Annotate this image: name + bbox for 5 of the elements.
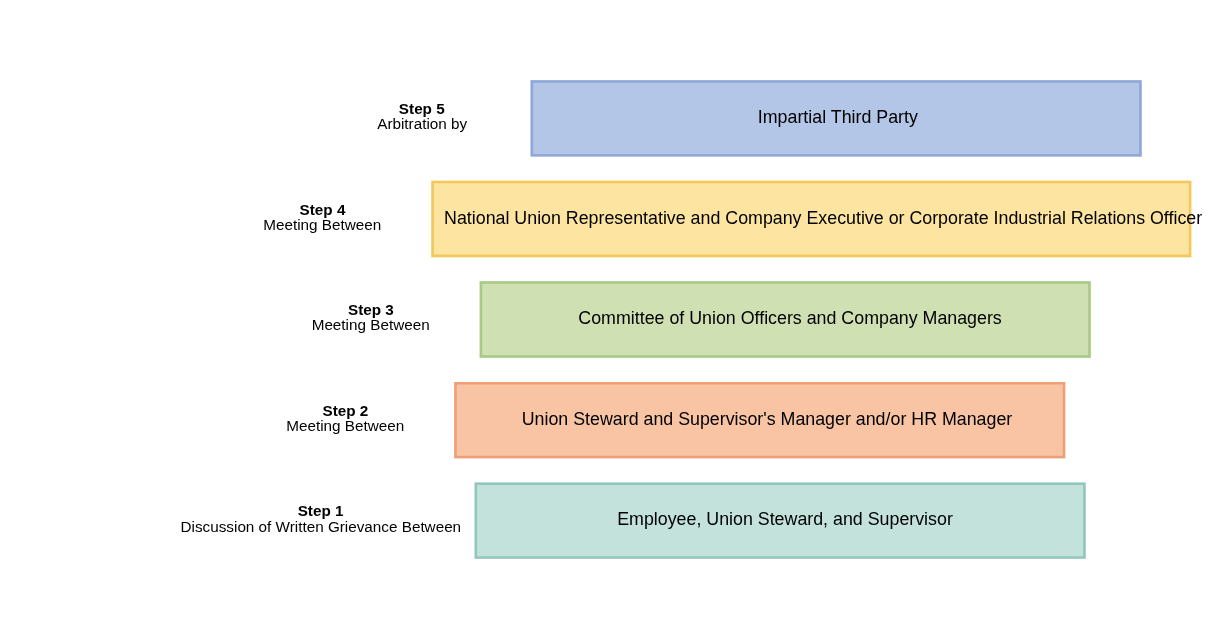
node-label: Step 1 <box>297 502 344 520</box>
node-label: Step 4 <box>299 200 346 218</box>
node-label: Step 2 <box>322 401 369 419</box>
node-label: Step 5 <box>398 100 445 118</box>
node-label: Step 3 <box>347 301 394 319</box>
